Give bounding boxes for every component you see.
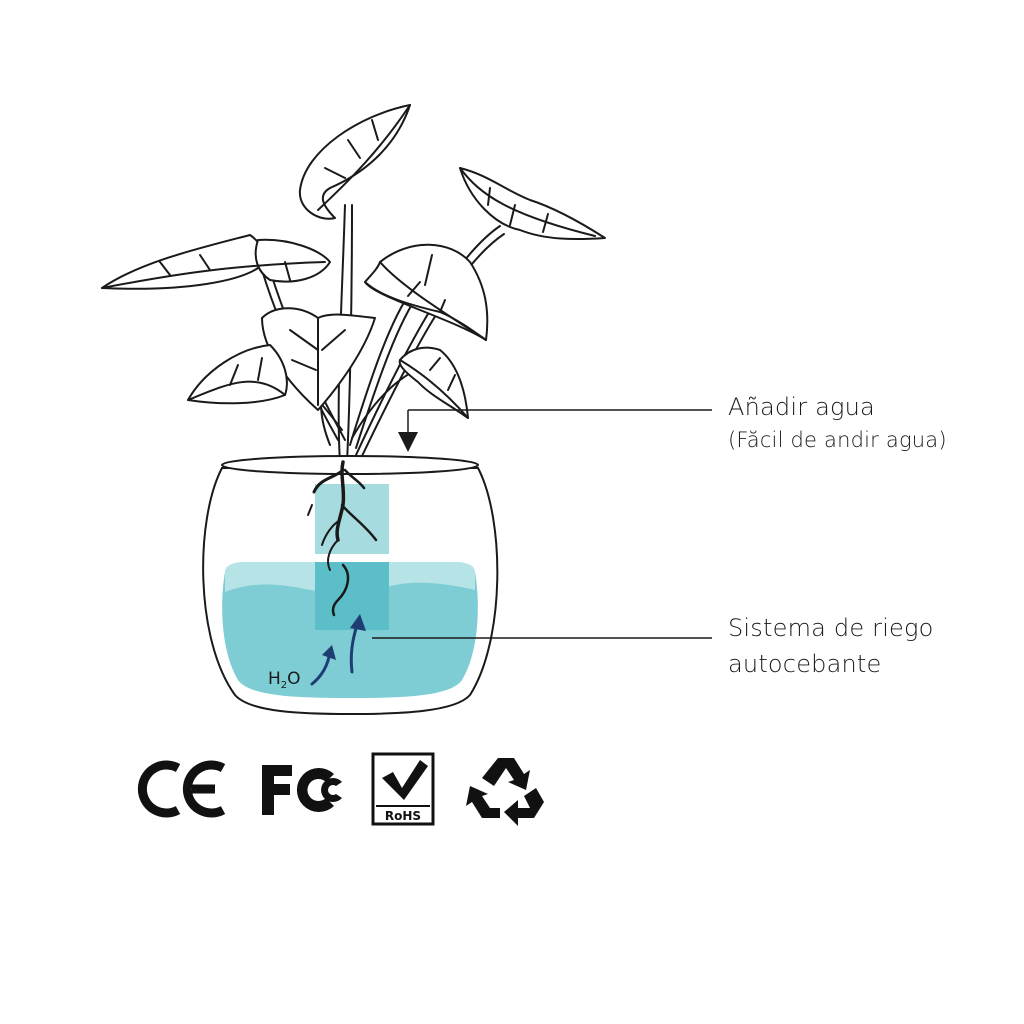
- water-reservoir: [222, 572, 478, 698]
- rohs-label: RoHS: [385, 809, 421, 823]
- fcc-icon: [262, 765, 342, 815]
- pot-rim: [221, 455, 479, 475]
- plant-roots: [307, 460, 378, 617]
- rohs-icon: RoHS: [371, 752, 435, 826]
- plant-illustration: [101, 104, 606, 463]
- wick-submerged: [315, 562, 389, 630]
- wicking-system-subtitle: autocebante: [728, 650, 882, 678]
- certification-row: RoHS: [137, 752, 544, 826]
- callout-add-water-leader: [407, 409, 712, 432]
- add-water-title: Añadir agua: [728, 393, 875, 421]
- wicking-system-title: Sistema de riego: [728, 614, 934, 642]
- arrow-head-small: [322, 645, 336, 660]
- arrow-head-large: [350, 614, 366, 631]
- add-water-arrow-icon: [398, 432, 418, 452]
- wick-upper: [315, 484, 389, 554]
- add-water-subtitle: (Făcil de andir agua): [728, 428, 947, 452]
- leaf-upper-left: [101, 234, 331, 290]
- water-label: H2O: [268, 669, 301, 691]
- plant-stems: [261, 204, 505, 463]
- leaf-lower-right: [398, 346, 469, 419]
- self-watering-pot: H2O: [202, 455, 499, 716]
- recycle-icon: [466, 758, 544, 826]
- leaf-top: [298, 104, 411, 220]
- ce-icon: [137, 760, 226, 818]
- leaf-lower-left: [187, 344, 288, 405]
- leaf-middle-right: [364, 243, 489, 341]
- leaf-upper-right: [459, 167, 606, 241]
- leaf-center: [261, 307, 376, 411]
